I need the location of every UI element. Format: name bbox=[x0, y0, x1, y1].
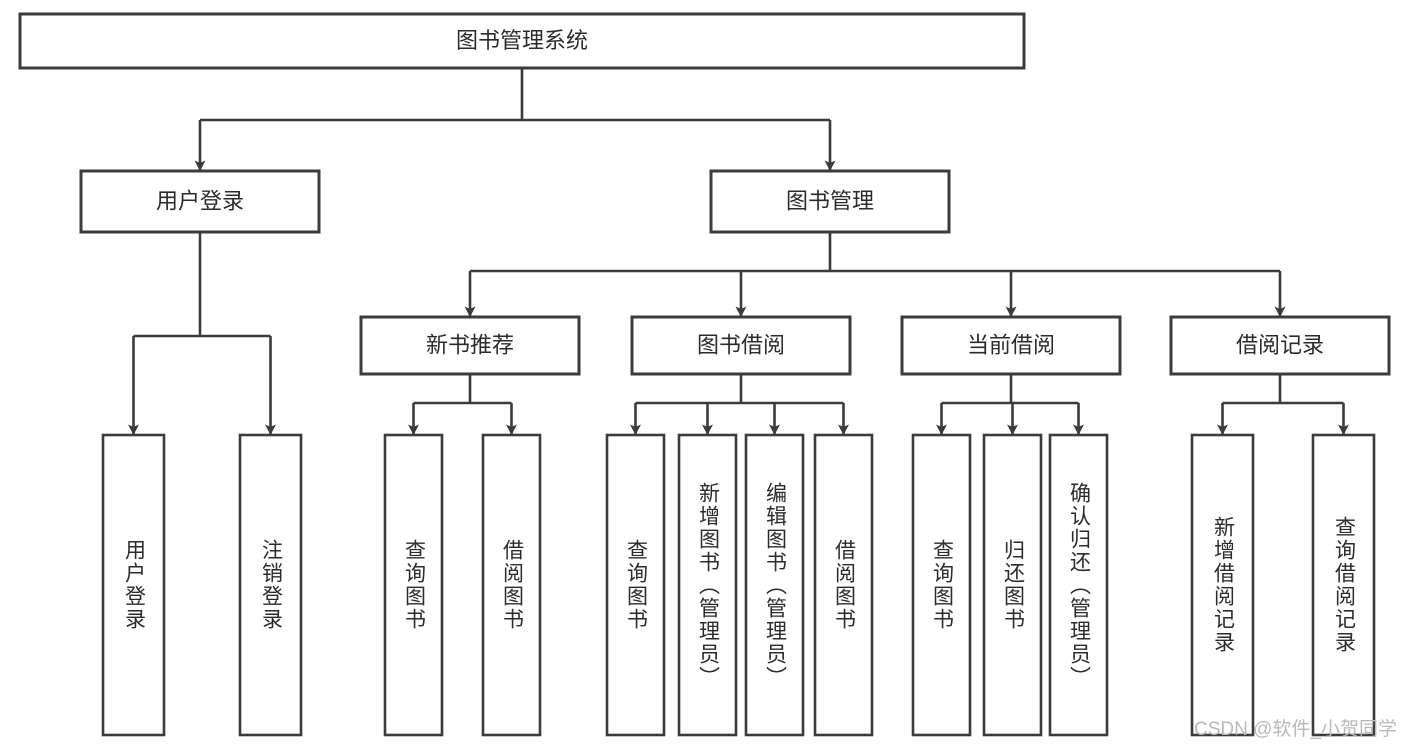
node-box-leaf-user-logout[interactable] bbox=[238, 433, 303, 737]
node-box-leaf-edit-book[interactable] bbox=[744, 433, 805, 737]
node-label-book-manage: 图书管理 bbox=[786, 188, 874, 213]
node-box-leaf-borrow-book-1[interactable] bbox=[481, 433, 542, 737]
node-box-leaf-query-book-1[interactable] bbox=[383, 433, 444, 737]
node-label-root: 图书管理系统 bbox=[456, 28, 588, 53]
node-label-new-book-rec: 新书推荐 bbox=[426, 332, 514, 357]
node-box-book-manage[interactable] bbox=[709, 169, 951, 234]
node-label-user-login: 用户登录 bbox=[156, 188, 244, 213]
node-box-leaf-borrow-book-2[interactable] bbox=[813, 433, 874, 737]
node-box-book-borrow[interactable] bbox=[630, 315, 852, 376]
node-label-book-borrow: 图书借阅 bbox=[697, 332, 785, 357]
node-box-leaf-return-book[interactable] bbox=[982, 433, 1043, 737]
node-box-new-book-rec[interactable] bbox=[359, 315, 581, 376]
box-layer bbox=[18, 12, 1391, 737]
node-box-current-borrow[interactable] bbox=[900, 315, 1122, 376]
node-box-leaf-query-record[interactable] bbox=[1311, 433, 1376, 737]
connector-layer bbox=[128, 68, 1349, 435]
node-box-leaf-add-record[interactable] bbox=[1190, 433, 1255, 737]
node-label-borrow-record: 借阅记录 bbox=[1236, 332, 1324, 357]
node-label-current-borrow: 当前借阅 bbox=[967, 332, 1055, 357]
node-box-leaf-confirm-return[interactable] bbox=[1048, 433, 1109, 737]
watermark: CSDN @软件_小贺同学 bbox=[1194, 719, 1397, 740]
node-box-leaf-add-book[interactable] bbox=[677, 433, 738, 737]
node-box-root[interactable] bbox=[18, 12, 1026, 70]
node-box-leaf-query-book-2[interactable] bbox=[605, 433, 666, 737]
node-box-leaf-query-book-3[interactable] bbox=[911, 433, 972, 737]
node-box-leaf-user-login[interactable] bbox=[101, 433, 166, 737]
node-box-user-login[interactable] bbox=[79, 169, 321, 234]
node-box-borrow-record[interactable] bbox=[1169, 315, 1391, 376]
